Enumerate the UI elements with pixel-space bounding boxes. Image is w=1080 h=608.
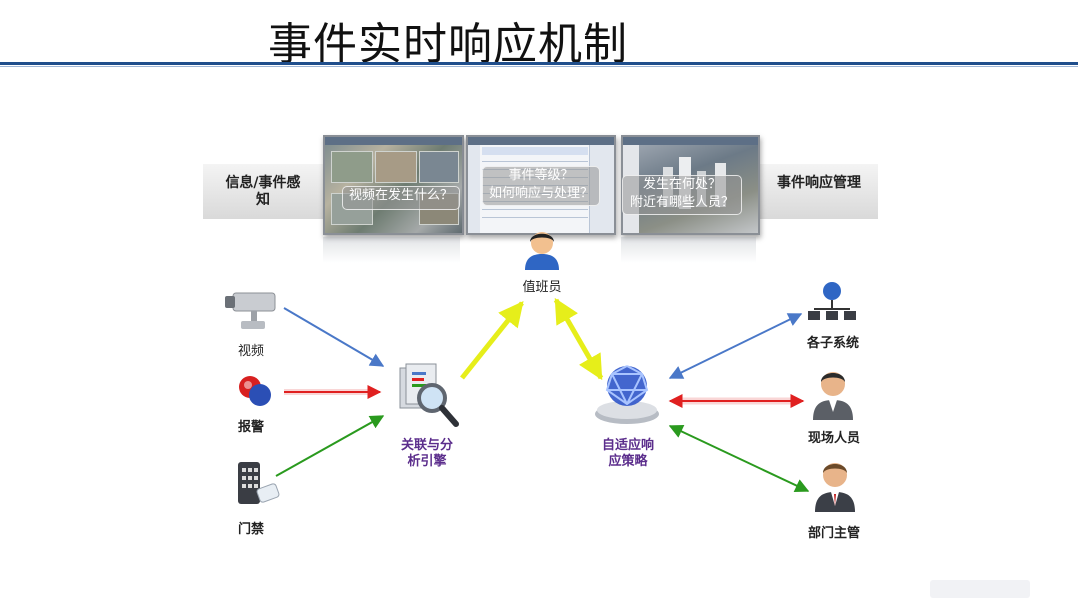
access-to-engine-arrow [276,416,383,476]
strategy-subsystems-arrow [670,314,801,378]
alarm-button-icon [237,374,273,408]
operator-label: 值班员 [510,276,574,295]
field-staff-person-icon [810,368,856,420]
alarm-label: 报警 [226,416,276,435]
watermark [930,580,1030,598]
network-globe-icon [592,360,662,426]
manager-label: 部门主管 [800,522,868,541]
magnifier-engine-icon [396,362,460,428]
network-computers-icon [806,281,858,325]
engine-label: 关联与分析引擎 [398,438,456,470]
strategy-label: 自适应响应策略 [596,438,660,470]
cctv-camera-icon [223,289,281,333]
manager-person-icon [812,456,858,512]
access-keypad-icon [236,460,282,508]
engine-to-operator-arrow [462,303,522,378]
video-to-engine-arrow [284,308,383,366]
operator-person-icon [522,228,562,270]
strategy-manager-arrow [670,426,808,491]
video-label: 视频 [226,340,276,359]
field-staff-label: 现场人员 [800,427,868,446]
access-label: 门禁 [226,518,276,537]
subsystems-label: 各子系统 [798,332,868,351]
